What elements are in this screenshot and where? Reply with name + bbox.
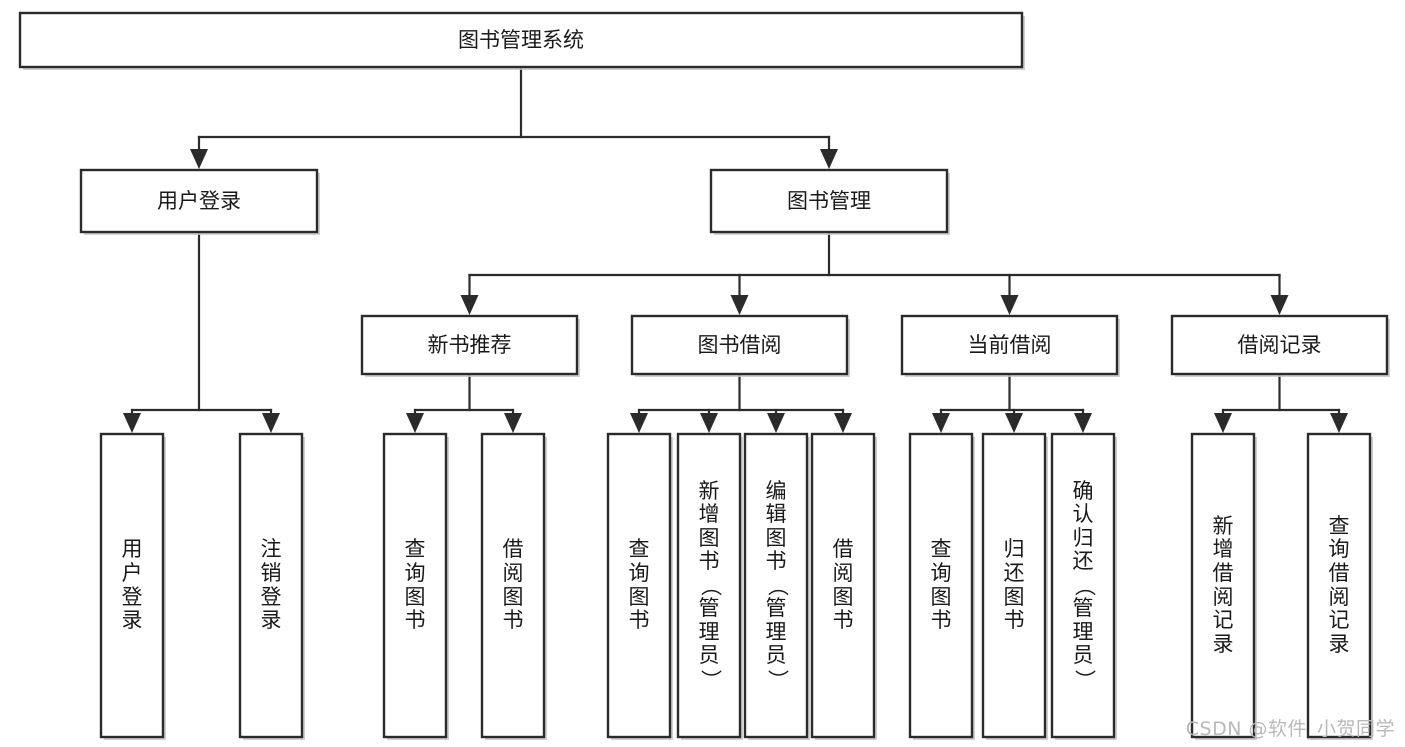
arrow-head-leaf-confirm-return bbox=[1074, 413, 1092, 433]
watermark-text: CSDN @软件_小贺同学 bbox=[1185, 718, 1395, 740]
node-leaf-borrow-book-2[interactable] bbox=[810, 432, 876, 739]
node-leaf-confirm-return[interactable] bbox=[1050, 432, 1116, 739]
arrow-head-current-borrow bbox=[1000, 295, 1019, 315]
node-leaf-add-book[interactable] bbox=[676, 432, 742, 739]
arrow-head-leaf-query-book-1 bbox=[406, 413, 424, 433]
arrow-head-leaf-user-login bbox=[123, 413, 141, 433]
arrow-head-leaf-add-book bbox=[700, 413, 718, 433]
node-book-manage-label: 图书管理 bbox=[787, 189, 871, 213]
node-new-book-recommend-label: 新书推荐 bbox=[428, 333, 512, 357]
node-leaf-query-book-1[interactable] bbox=[382, 432, 448, 739]
node-leaf-return-book[interactable] bbox=[981, 432, 1047, 739]
arrow-head-borrow-record bbox=[1270, 295, 1289, 315]
node-user-login[interactable] bbox=[79, 168, 319, 234]
arrow-head-leaf-return-book bbox=[1005, 413, 1023, 433]
node-current-borrow-label: 当前借阅 bbox=[968, 333, 1052, 357]
node-root-label: 图书管理系统 bbox=[458, 28, 584, 52]
box-layer bbox=[18, 11, 1390, 740]
node-leaf-query-book-2[interactable] bbox=[606, 432, 672, 739]
node-borrow-record-label: 借阅记录 bbox=[1238, 333, 1322, 357]
arrow-head-leaf-query-record bbox=[1330, 413, 1348, 433]
node-leaf-edit-book[interactable] bbox=[743, 432, 809, 739]
node-borrow-record[interactable] bbox=[1170, 314, 1389, 376]
arrow-head-leaf-borrow-book-1 bbox=[504, 413, 522, 433]
node-new-book-recommend[interactable] bbox=[360, 314, 579, 376]
node-root[interactable] bbox=[18, 11, 1024, 69]
arrow-head-leaf-edit-book bbox=[767, 413, 785, 433]
arrow-head-new-book-recommend bbox=[460, 295, 479, 315]
node-current-borrow[interactable] bbox=[900, 314, 1119, 376]
arrow-head-leaf-add-record bbox=[1214, 413, 1232, 433]
node-leaf-query-record[interactable] bbox=[1306, 432, 1372, 739]
node-leaf-borrow-book-1[interactable] bbox=[480, 432, 546, 739]
arrow-head-leaf-query-book-2 bbox=[630, 413, 648, 433]
arrow-head-book-manage bbox=[820, 149, 838, 169]
node-leaf-add-record[interactable] bbox=[1190, 432, 1256, 739]
arrow-head-leaf-user-logout bbox=[262, 413, 280, 433]
node-book-borrow[interactable] bbox=[630, 314, 849, 376]
node-book-borrow-label: 图书借阅 bbox=[698, 333, 782, 357]
node-user-login-label: 用户登录 bbox=[157, 189, 241, 213]
node-leaf-user-login[interactable] bbox=[99, 432, 165, 739]
arrow-head-user-login bbox=[190, 149, 208, 169]
connector-layer bbox=[123, 65, 1348, 433]
arrow-head-book-borrow bbox=[730, 295, 749, 315]
arrow-head-leaf-query-book-3 bbox=[932, 413, 950, 433]
node-leaf-user-logout[interactable] bbox=[238, 432, 304, 739]
arrow-head-leaf-borrow-book-2 bbox=[834, 413, 852, 433]
node-leaf-query-book-3[interactable] bbox=[908, 432, 974, 739]
node-book-manage[interactable] bbox=[709, 168, 949, 234]
